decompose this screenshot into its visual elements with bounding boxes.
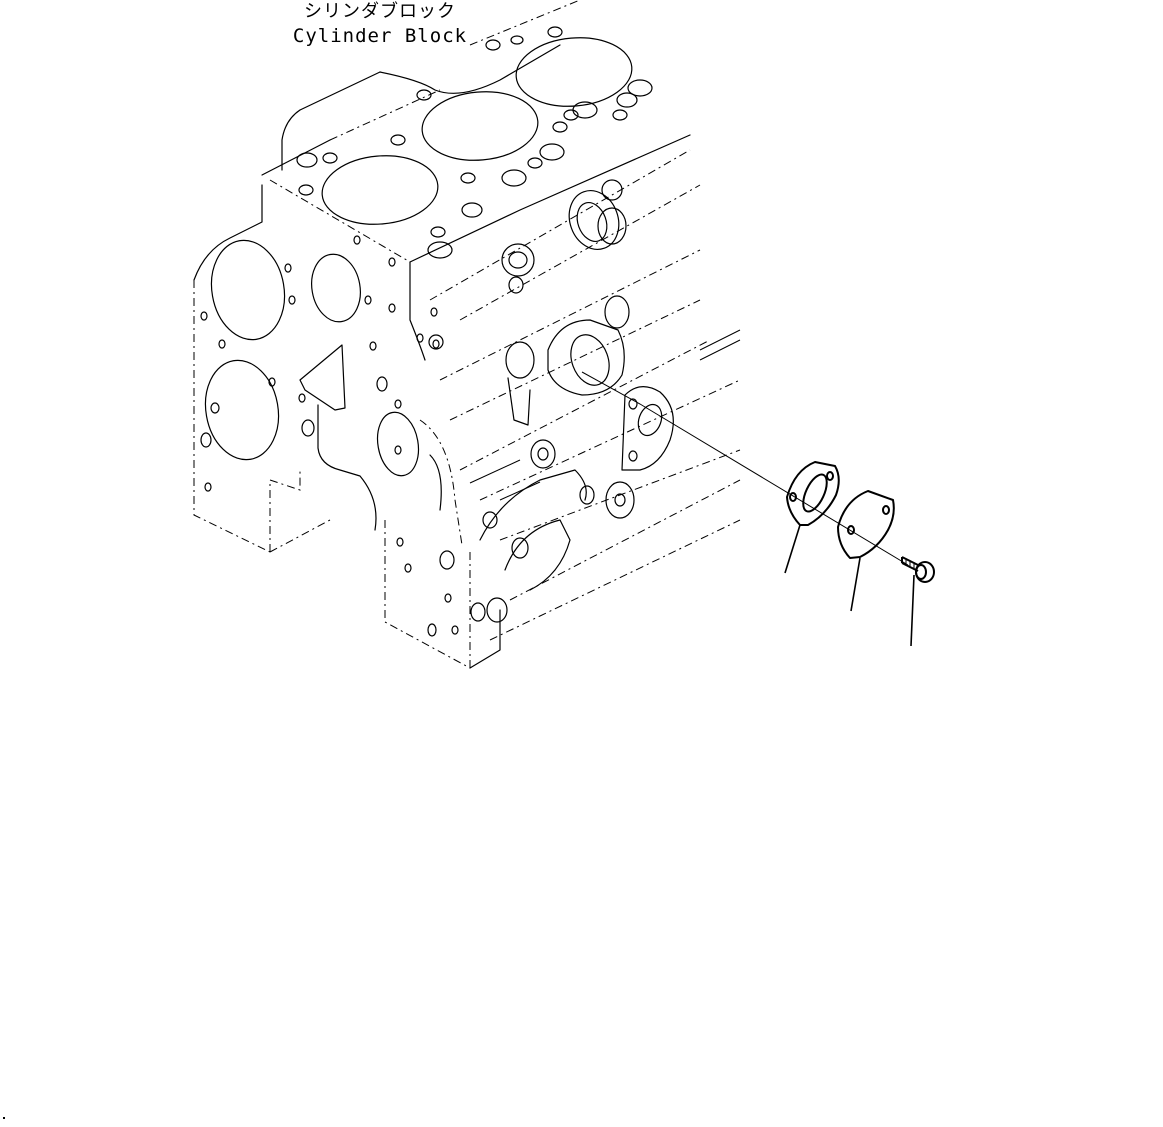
leader-cover-plate [850,557,861,612]
gasket-part [786,461,840,526]
assembly-label: シリンダブロック Cylinder Block [280,0,480,48]
leader-bolt [910,574,915,647]
corner-marker [3,1117,5,1119]
cover-plate-part [837,490,895,559]
bolt-part [901,556,935,583]
assembly-label-english: Cylinder Block [292,25,468,47]
front-plate-holes [200,235,459,637]
leader-lines [784,524,915,647]
assembly-label-japanese: シリンダブロック [304,1,456,22]
deck-holes [296,26,653,259]
explode-axis-line [581,371,909,566]
leader-gasket [784,524,801,574]
mounting-pad [621,386,674,471]
cylinder-block [193,0,741,669]
